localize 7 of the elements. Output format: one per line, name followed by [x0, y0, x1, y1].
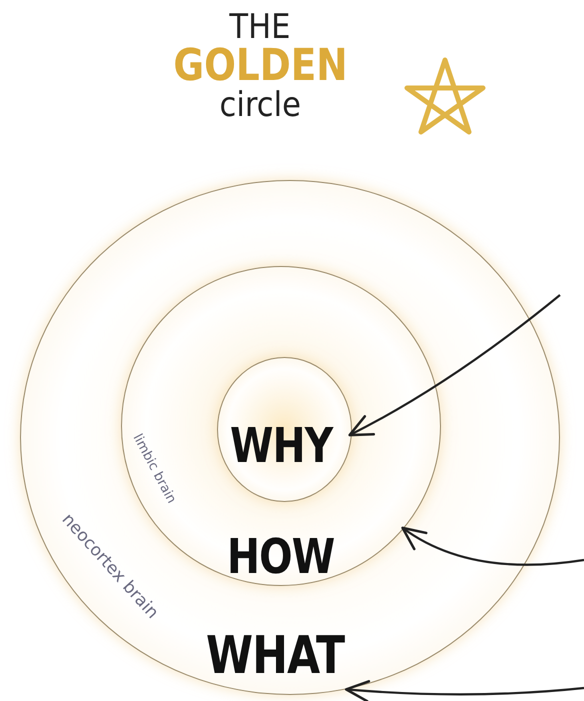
circle-label: HOW [227, 529, 334, 585]
arrow [401, 526, 584, 566]
title: THE GOLDEN circle [172, 10, 348, 122]
circle-label: WHY [230, 418, 332, 474]
arrow [344, 680, 584, 701]
circle-label: WHAT [206, 626, 344, 686]
arrow [348, 294, 561, 436]
